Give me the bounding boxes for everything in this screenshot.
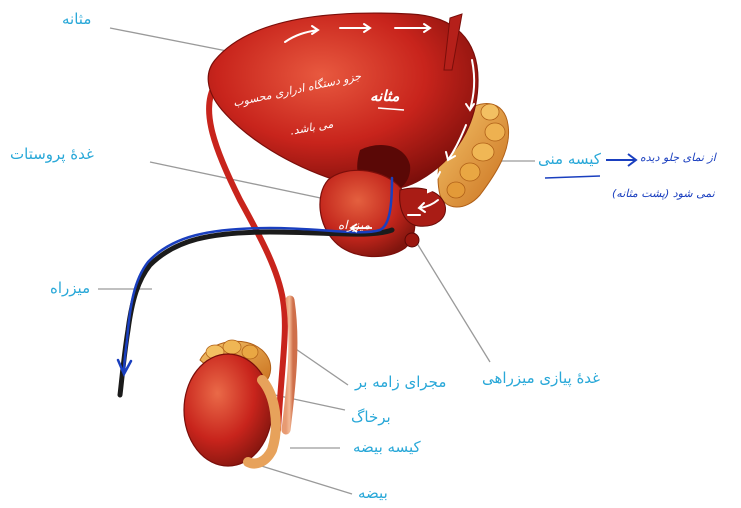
leader-vas-deferens xyxy=(290,345,348,385)
testis-group xyxy=(184,340,276,466)
label-epididymis: برخاگ xyxy=(351,410,391,425)
testis xyxy=(184,354,272,466)
label-scrotum: کیسه بیضه xyxy=(353,440,421,455)
note-bladder-title: مثانه xyxy=(370,88,399,105)
label-bulbourethral: غدهٔ پیازی میزراهی xyxy=(482,371,600,386)
label-vas-deferens: مجرای زامه بر xyxy=(355,375,446,390)
pen-underline xyxy=(545,176,600,178)
leader-bladder xyxy=(110,28,232,52)
note-urethra: میزراه xyxy=(338,219,370,232)
label-urethra: میزراه xyxy=(50,281,90,296)
note-vesicle-line1: از نمای جلو دیده xyxy=(640,152,716,164)
pen-arrow-right xyxy=(606,154,636,166)
bulbourethral-gland xyxy=(405,233,419,247)
leader-testis xyxy=(255,464,352,494)
label-bladder: مثانه xyxy=(62,12,91,27)
label-prostate: غدهٔ پروستات xyxy=(10,147,94,162)
leader-bulbourethral xyxy=(415,240,490,362)
note-vesicle-line2: نمی شود (پشت مثانه) xyxy=(612,188,715,200)
label-testis: بیضه xyxy=(358,486,388,501)
label-seminal-vesicle: کیسه منی xyxy=(538,152,601,167)
